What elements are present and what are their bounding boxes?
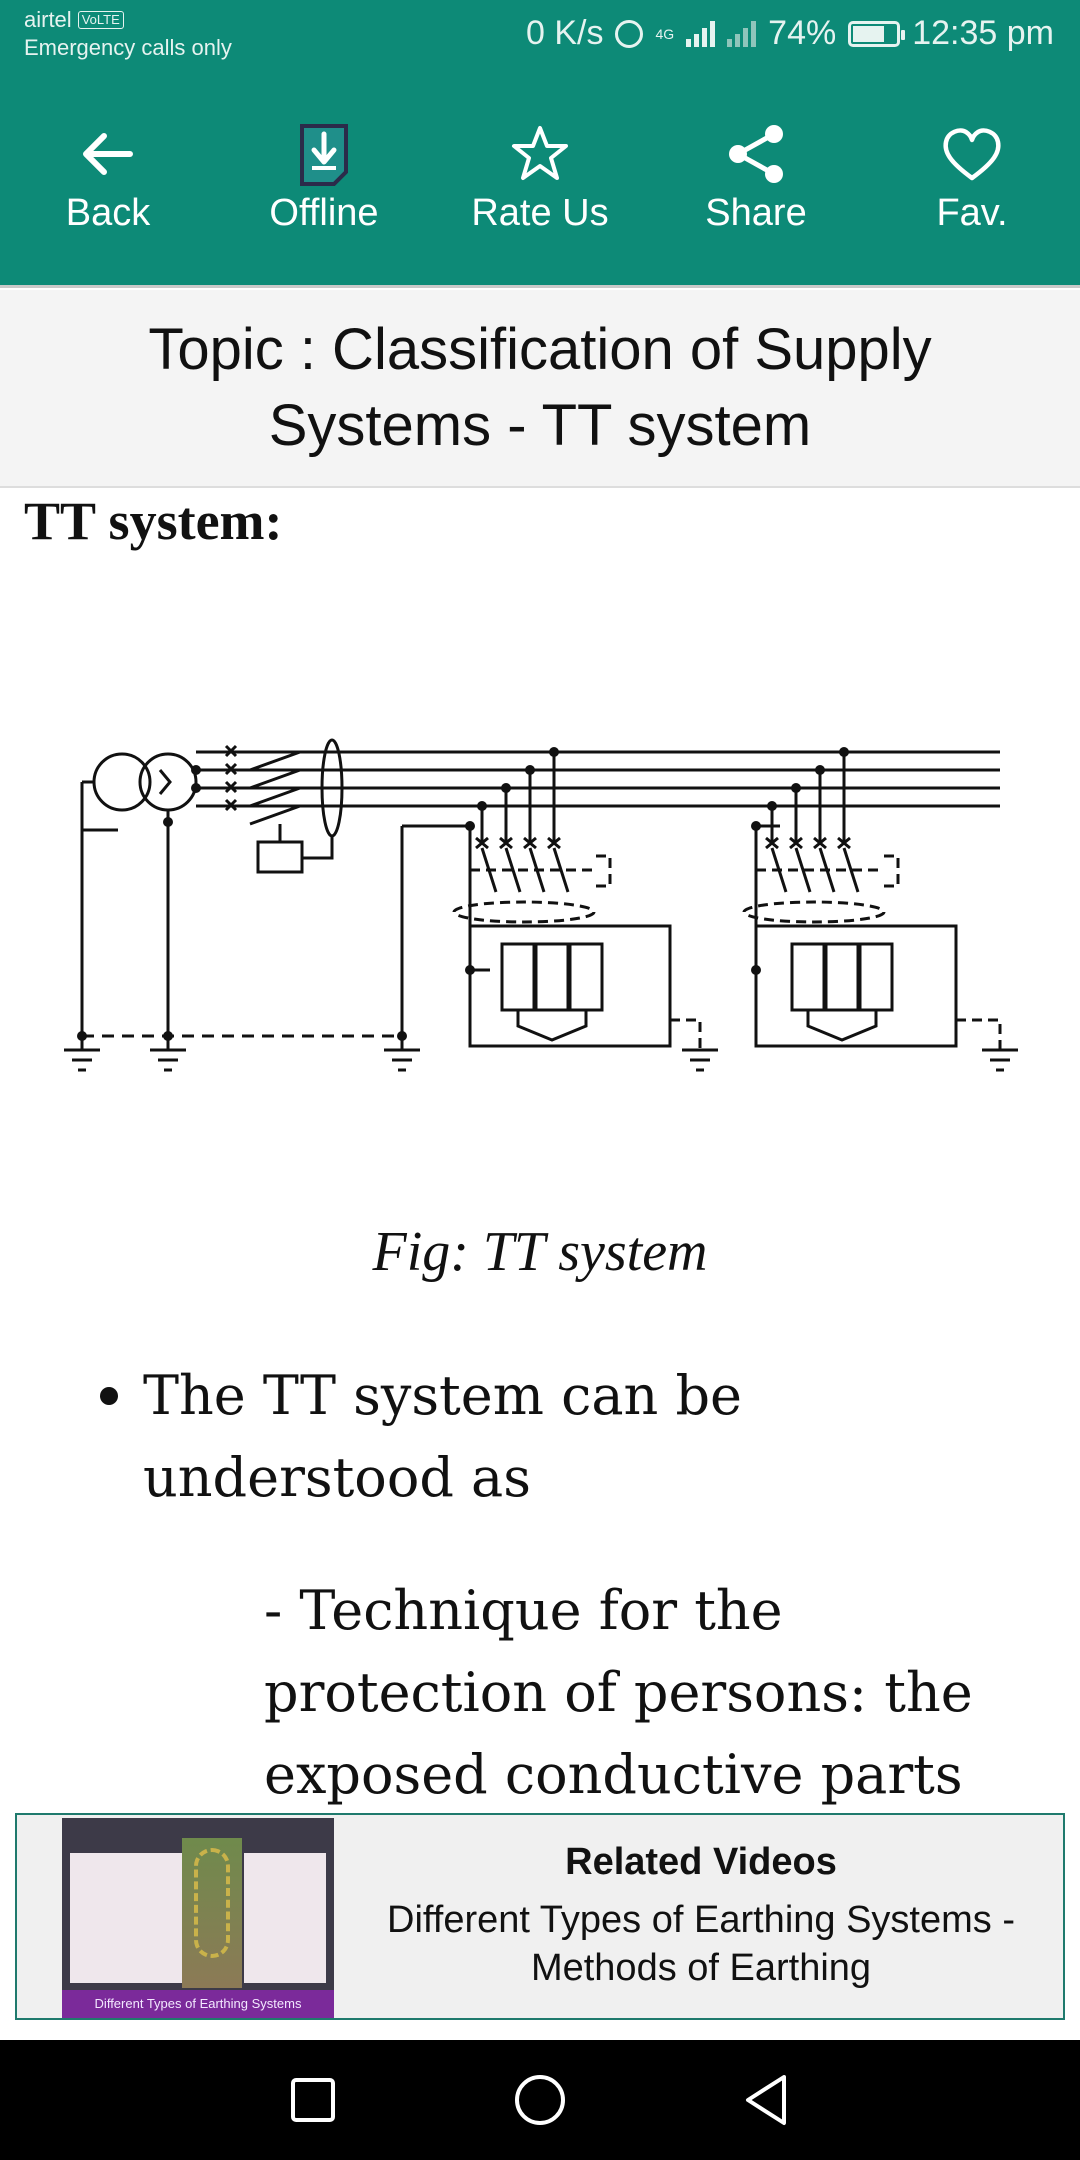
- battery-percent: 74%: [768, 14, 837, 52]
- related-subtitle: Different Types of Earthing Systems - Me…: [387, 1899, 1015, 1989]
- recents-button[interactable]: [283, 2070, 343, 2130]
- battery-icon: [848, 20, 906, 47]
- star-icon: [512, 126, 568, 180]
- section-title: TT system:: [24, 491, 283, 551]
- thumb-coil: [194, 1848, 230, 1958]
- offline-button[interactable]: Offline: [254, 122, 394, 235]
- related-title: Related Videos: [565, 1841, 837, 1883]
- emergency-text: Emergency calls only: [24, 35, 232, 60]
- bullet-item: The TT system can be understood as: [100, 1355, 1035, 1519]
- thumb-panel-right: [244, 1853, 326, 1983]
- square-icon: [291, 2078, 336, 2122]
- status-bar: airtel VoLTE Emergency calls only 0 K/s …: [0, 0, 1080, 72]
- back-label: Back: [65, 192, 151, 234]
- download-icon: [300, 124, 348, 186]
- share-label: Share: [705, 192, 807, 234]
- signal-2-icon: [727, 20, 757, 47]
- figure-caption: Fig: TT system: [372, 1221, 708, 1283]
- volte-badge: VoLTE: [77, 11, 124, 29]
- status-left: airtel VoLTE Emergency calls only: [24, 6, 232, 62]
- heart-icon: [943, 128, 1001, 181]
- related-text: Related Videos Different Types of Earthi…: [337, 1815, 1065, 2018]
- video-thumbnail: Different Types of Earthing Systems: [62, 1818, 334, 2018]
- home-button[interactable]: [510, 2070, 570, 2130]
- share-button[interactable]: Share: [686, 122, 826, 235]
- circle-icon: [514, 2075, 565, 2125]
- carrier-name: airtel: [24, 7, 72, 32]
- arrow-left-icon: [83, 133, 133, 175]
- tt-system-diagram: [64, 738, 1018, 1072]
- topic-title: Topic : Classification of Supply Systems…: [148, 317, 932, 458]
- thumb-panel-left: [70, 1853, 182, 1983]
- alarm-icon: [615, 19, 644, 48]
- topic-header: Topic : Classification of Supply Systems…: [0, 290, 1080, 488]
- article-content[interactable]: TT system:: [0, 490, 1080, 1810]
- bullet-dot: [100, 1387, 118, 1405]
- triangle-back-icon: [745, 2075, 786, 2125]
- carrier-row: airtel VoLTE: [24, 6, 232, 34]
- clock: 12:35 pm: [912, 14, 1054, 52]
- network-speed: 0 K/s: [526, 14, 604, 52]
- back-nav-button[interactable]: [737, 2070, 797, 2130]
- share-icon: [729, 125, 783, 183]
- back-button[interactable]: Back: [38, 122, 178, 235]
- detail-text: - Technique for the protection of person…: [264, 1579, 973, 1806]
- toolbar: Back Offline Rate Us Share Fav.: [0, 72, 1080, 288]
- related-video-card[interactable]: Different Types of Earthing Systems Rela…: [15, 1813, 1065, 2020]
- signal-icon: [686, 20, 716, 47]
- bullet-text: The TT system can be understood as: [143, 1364, 742, 1509]
- fav-label: Fav.: [936, 192, 1008, 234]
- navigation-bar: [0, 2040, 1080, 2160]
- status-right: 0 K/s 4G 74% 12:35 pm: [526, 14, 1054, 53]
- thumb-band: Different Types of Earthing Systems: [62, 1990, 334, 2018]
- rate-us-button[interactable]: Rate Us: [470, 122, 610, 235]
- network-type: 4G: [655, 25, 675, 42]
- offline-label: Offline: [269, 192, 379, 234]
- favorite-button[interactable]: Fav.: [902, 122, 1042, 235]
- rate-label: Rate Us: [471, 192, 609, 234]
